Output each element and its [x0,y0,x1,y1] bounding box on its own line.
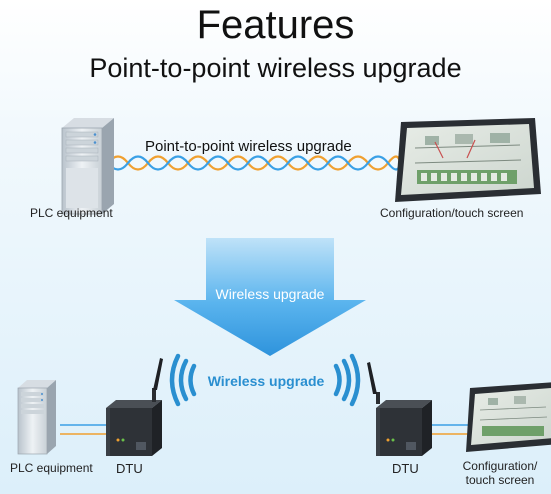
top-twisted-cable [107,155,402,171]
wifi-waves-icon [333,353,361,407]
server-icon [61,118,114,215]
wifi-waves-icon [169,353,197,407]
server-icon [17,380,56,455]
bottom-plc-label: PLC equipment [10,461,93,475]
antenna-icon [152,358,163,402]
bottom-screen-label: Configuration/ touch screen [452,459,548,487]
left-cable [60,424,108,435]
dtu-icon [376,400,432,456]
right-dtu-label: DTU [392,461,419,476]
touch-screen-icon [466,382,551,452]
page-subtitle: Point-to-point wireless upgrade [89,53,462,83]
dtu-icon [106,400,162,456]
top-link-label: Point-to-point wireless upgrade [145,138,352,155]
wireless-upgrade-arrow [174,238,366,356]
top-screen-label: Configuration/touch screen [380,206,524,220]
touch-screen-icon [395,118,541,202]
wireless-upgrade-label: Wireless upgrade [207,373,325,389]
page-title: Features [196,3,355,47]
bottom-screen-label-line2: touch screen [465,473,535,487]
antenna-icon [367,362,380,404]
bottom-screen-label-line1: Configuration/ [462,459,538,473]
left-dtu-label: DTU [116,461,143,476]
arrow-label: Wireless upgrade [215,286,325,302]
top-plc-label: PLC equipment [30,206,113,220]
